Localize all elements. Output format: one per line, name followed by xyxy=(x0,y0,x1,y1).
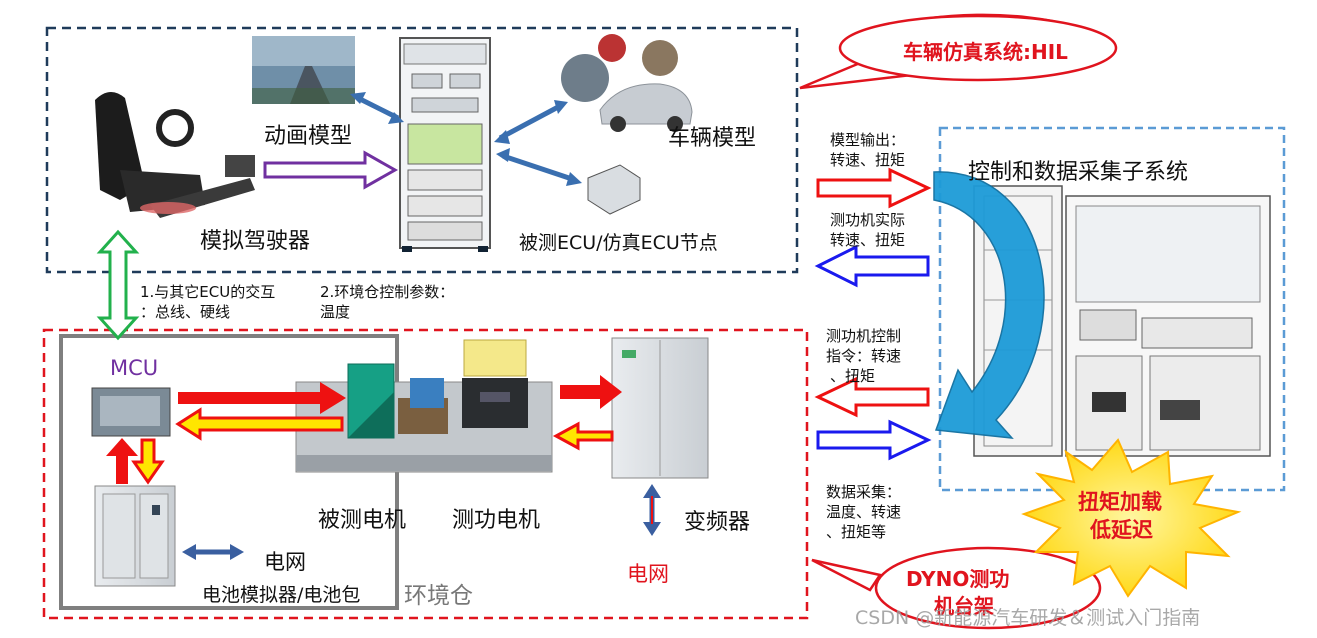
animation-screen xyxy=(252,36,355,104)
dyno-motor-label: 测功电机 xyxy=(452,508,541,533)
inverter-label: 变频器 xyxy=(684,510,751,535)
control-arrows xyxy=(814,167,932,461)
animation-model-label: 动画模型 xyxy=(264,124,353,149)
model-output-line1: 模型输出： xyxy=(830,131,906,149)
ecu-nodes-label: 被测ECU/仿真ECU节点 xyxy=(519,232,718,254)
ecu-interaction-line2: ：总线、硬线 xyxy=(140,303,231,321)
dyno-callout-line2: 机台架 xyxy=(934,594,994,618)
dyno-actual-line2: 转速、扭矩 xyxy=(830,231,906,249)
dyno-frame xyxy=(42,328,809,620)
mcu-device xyxy=(91,387,171,437)
hil-cabinet xyxy=(399,37,491,252)
dyno-cmd-line1: 测功机控制 xyxy=(826,327,902,345)
motor-under-test-label: 被测电机 xyxy=(318,508,407,533)
hil-arrows xyxy=(263,92,582,190)
vehicle-model-label: 车辆模型 xyxy=(668,126,757,151)
ecu-box xyxy=(587,164,641,215)
curved-loop-arrow xyxy=(933,171,1045,439)
grid-arrows xyxy=(182,484,661,560)
starburst-line1: 扭矩加载 xyxy=(1078,490,1162,514)
model-output-line2: 转速、扭矩 xyxy=(830,151,906,169)
env-chamber-label: 环境仓 xyxy=(404,583,473,609)
grid-inverter-label: 电网 xyxy=(627,562,669,586)
hil-callout-text: 车辆仿真系统:HIL xyxy=(903,40,1068,64)
dyno-arrows xyxy=(106,375,622,485)
daq-line3: 、扭矩等 xyxy=(826,523,887,541)
starburst xyxy=(1021,438,1242,598)
green-double-arrow xyxy=(96,229,140,341)
battery-cabinet xyxy=(94,485,176,587)
env-params-line1: 2.环境仓控制参数： xyxy=(320,283,455,301)
hil-frame xyxy=(45,26,799,274)
starburst-line2: 低延迟 xyxy=(1090,518,1153,542)
daq-line1: 数据采集： xyxy=(826,483,902,501)
inverter-cabinet xyxy=(611,337,709,479)
dyno-cmd-line2: 指令：转速 xyxy=(826,347,902,365)
vehicle-model-images xyxy=(561,34,693,132)
env-params-line2: 温度 xyxy=(320,303,351,321)
mcu-label: MCU xyxy=(110,356,159,380)
driving-simulator-label: 模拟驾驶器 xyxy=(200,229,311,254)
daq-line2: 温度、转速 xyxy=(826,503,902,521)
watermark: CSDN @新能源汽车研发＆测试入门指南 xyxy=(855,607,1201,629)
dyno-bench xyxy=(295,339,553,473)
control-title: 控制和数据采集子系统 xyxy=(968,160,1189,185)
dyno-callout-bubble xyxy=(811,558,883,592)
dyno-actual-line1: 测功机实际 xyxy=(830,211,906,229)
dyno-cmd-line3: 、扭矩 xyxy=(830,367,876,385)
grid-battery-label: 电网 xyxy=(264,550,306,574)
ecu-interaction-line1: 1.与其它ECU的交互 xyxy=(140,283,276,301)
battery-label: 电池模拟器/电池包 xyxy=(202,584,361,606)
dyno-callout-line1: DYNO测功 xyxy=(906,567,1010,591)
driving-simulator-seat xyxy=(95,91,255,218)
